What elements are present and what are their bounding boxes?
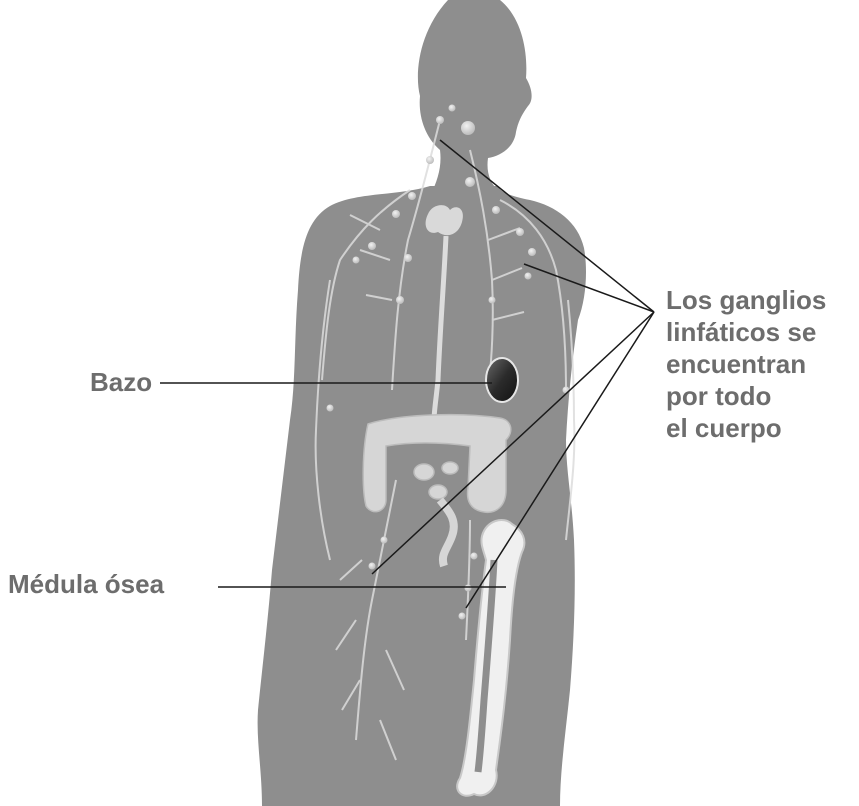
thymus [426, 205, 463, 235]
lymph-nodes-label-line: encuentran [666, 348, 826, 380]
lymph-nodes-label-line: Los ganglios [666, 284, 826, 316]
lymph-node [426, 156, 434, 164]
lymph-node [449, 105, 456, 112]
lymph-node [461, 121, 475, 135]
lymph-node [528, 248, 536, 256]
lymph-node [392, 210, 400, 218]
lymph-node [369, 563, 376, 570]
lymph-node [516, 228, 524, 236]
lymph-nodes-label-line: el cuerpo [666, 412, 826, 444]
lymph-node [408, 192, 416, 200]
lymph-node [381, 537, 388, 544]
lymph-node [368, 242, 376, 250]
lymph-node [327, 405, 334, 412]
bone-marrow-label: Médula ósea [8, 568, 164, 600]
body-silhouette [258, 0, 586, 806]
lymph-node [353, 257, 360, 264]
lymph-node [525, 273, 532, 280]
lymph-nodes-label-line: linfáticos se [666, 316, 826, 348]
lymph-node [489, 297, 496, 304]
lymph-node [404, 254, 412, 262]
lymph-node [465, 177, 475, 187]
spleen-label: Bazo [90, 366, 152, 398]
lymph-node [459, 613, 466, 620]
spleen [486, 358, 518, 402]
lymph-node [436, 116, 444, 124]
lymph-node [492, 206, 500, 214]
lymph-node [471, 553, 478, 560]
lymph-node [396, 296, 404, 304]
lymph-nodes-label-line: por todo [666, 380, 826, 412]
lymph-node [465, 585, 472, 592]
lymph-nodes-label: Los ganglios linfáticos se encuentran po… [666, 284, 826, 444]
